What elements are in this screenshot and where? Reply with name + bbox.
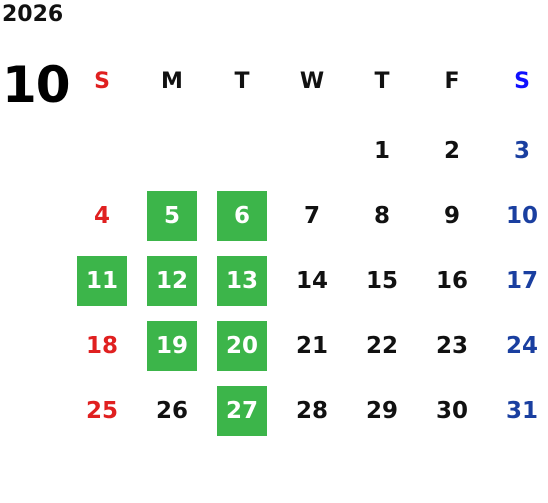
week-row: 25 26 27 28 29 30 31 [67,386,548,442]
day-cell[interactable]: 23 [435,333,468,359]
day-cell[interactable]: 24 [505,333,538,359]
day-cell[interactable]: 1 [373,138,390,164]
day-cell[interactable]: 9 [443,203,460,229]
day-cell-highlighted[interactable]: 27 [217,386,267,436]
weekday-mon: M [161,68,183,94]
day-cell-highlighted[interactable]: 12 [147,256,197,306]
day-cell-highlighted[interactable]: 5 [147,191,197,241]
weekday-thu: T [374,68,390,94]
day-cell[interactable]: 8 [373,203,390,229]
day-cell[interactable]: 25 [85,398,118,424]
day-cell-highlighted[interactable]: 20 [217,321,267,371]
day-cell[interactable]: 3 [513,138,530,164]
day-cell-highlighted[interactable]: 13 [217,256,267,306]
week-row: 1 2 3 [67,126,548,182]
day-cell[interactable]: 14 [295,268,328,294]
weekday-fri: F [444,68,460,94]
day-cell[interactable]: 16 [435,268,468,294]
day-cell-highlighted[interactable]: 11 [77,256,127,306]
day-cell[interactable]: 22 [365,333,398,359]
week-row: 4 5 6 7 8 9 10 [67,191,548,247]
calendar-month: 10 [2,56,71,114]
weekday-header-row: S M T W T F S [67,56,548,112]
day-cell[interactable]: 15 [365,268,398,294]
day-cell[interactable]: 26 [155,398,188,424]
day-cell[interactable]: 21 [295,333,328,359]
weekday-sat: S [514,68,530,94]
day-cell[interactable]: 30 [435,398,468,424]
day-cell[interactable]: 18 [85,333,118,359]
week-row: 11 12 13 14 15 16 17 [67,256,548,312]
day-cell[interactable]: 4 [93,203,110,229]
day-cell-highlighted[interactable]: 19 [147,321,197,371]
day-cell-highlighted[interactable]: 6 [217,191,267,241]
day-cell[interactable]: 10 [505,203,538,229]
day-cell[interactable]: 29 [365,398,398,424]
day-cell[interactable]: 31 [505,398,538,424]
weekday-tue: T [234,68,250,94]
day-cell[interactable]: 28 [295,398,328,424]
calendar-year: 2026 [2,2,64,27]
week-row: 18 19 20 21 22 23 24 [67,321,548,377]
weekday-wed: W [299,68,325,94]
day-cell[interactable]: 7 [303,203,320,229]
weekday-sun: S [94,68,110,94]
day-cell[interactable]: 17 [505,268,538,294]
day-cell[interactable]: 2 [443,138,460,164]
